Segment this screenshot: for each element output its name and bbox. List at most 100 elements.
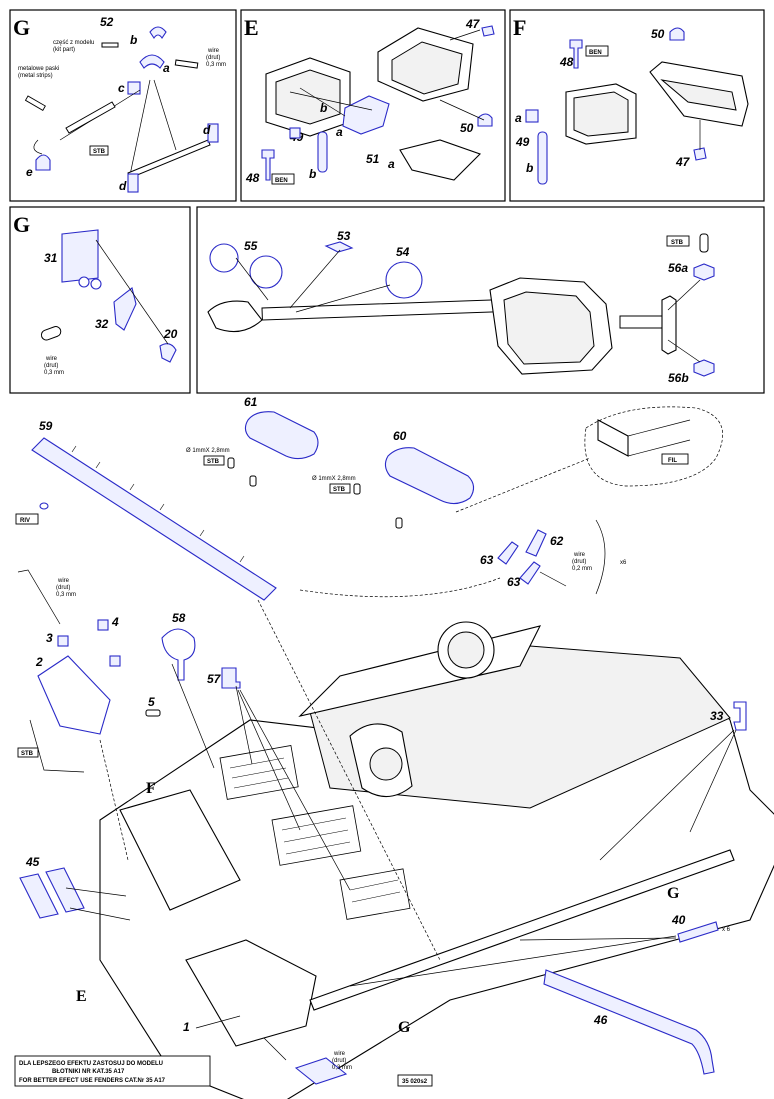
part-63b-label: 63 xyxy=(507,575,521,589)
stb-tag-box xyxy=(203,455,225,466)
wire-piece xyxy=(174,59,199,69)
part-3 xyxy=(57,635,69,647)
leader-line xyxy=(299,87,346,117)
pin xyxy=(353,483,361,495)
wire-note-pl: (drut) xyxy=(56,585,70,591)
kit-pin xyxy=(101,42,119,48)
panel-e-frame xyxy=(240,9,506,202)
part-53 xyxy=(324,241,354,253)
panel-gun: 55 53 54 STB 56a 56b xyxy=(207,229,715,385)
wire-note-size: 0,3 mm xyxy=(206,62,226,68)
metal-strips-note-pl: metalowe paski xyxy=(18,66,59,72)
part-2 xyxy=(37,655,111,735)
part-e xyxy=(35,154,51,171)
clamp-part xyxy=(149,26,167,39)
part-47 xyxy=(481,25,495,37)
part-50-label: 50 xyxy=(651,27,665,41)
dashed-leader xyxy=(455,457,591,513)
leader-line xyxy=(235,685,253,765)
part-b2-label: b xyxy=(309,167,316,181)
strap-b xyxy=(537,131,548,185)
panel-g-top-frame xyxy=(9,9,237,202)
stb-tag-box xyxy=(666,235,690,247)
part-49-label: 49 xyxy=(515,135,530,149)
part-58-label: 58 xyxy=(172,611,186,625)
wire-note-02: 0,2 mm xyxy=(572,566,592,572)
pin xyxy=(227,457,235,469)
collar xyxy=(661,295,677,355)
sheet-code-box xyxy=(397,1074,433,1087)
part-59-label: 59 xyxy=(39,419,53,433)
part-56a xyxy=(693,263,715,281)
part-50-label: 50 xyxy=(460,121,474,135)
metal-strip xyxy=(294,1057,348,1085)
gun-mantlet-inner xyxy=(503,291,595,365)
ben-tag-box xyxy=(585,45,609,57)
part-1-label: 1 xyxy=(183,1020,190,1034)
footer-note-pl-1: DLA LEPSZEGO EFEKTU ZASTOSUJ DO MODELU xyxy=(19,1061,163,1067)
part-a-label: a xyxy=(163,61,170,75)
part-63 xyxy=(519,561,541,585)
wire-piece xyxy=(40,326,62,341)
part-50 xyxy=(669,27,685,41)
stb-tag: STB xyxy=(333,487,346,493)
ben-tag: BEN xyxy=(589,50,602,56)
part-40-label: 40 xyxy=(671,913,686,927)
ring-part xyxy=(209,243,239,273)
part-b-label: b xyxy=(526,161,533,175)
leader-line xyxy=(171,663,215,769)
part-62-label: 62 xyxy=(550,534,564,548)
fil-detail-part xyxy=(597,419,629,457)
part-47-label: 47 xyxy=(675,155,691,169)
kit-part-note-pl: część z modelu xyxy=(53,40,94,46)
fil-line xyxy=(627,419,691,437)
wire-note-pl: (drut) xyxy=(44,363,58,369)
riv-tag: RIV xyxy=(20,518,30,524)
part-63 xyxy=(497,541,519,565)
part-48 xyxy=(261,149,275,181)
fil-tag-box xyxy=(661,453,689,465)
part-56b xyxy=(693,359,715,377)
part-51-label: 51 xyxy=(366,152,380,166)
part-58 xyxy=(161,628,196,681)
wire-curve xyxy=(33,139,43,155)
leader-line xyxy=(449,29,481,41)
rod-line xyxy=(129,79,151,176)
part-a xyxy=(525,109,539,123)
part-54-label: 54 xyxy=(396,245,410,259)
wire-piece-line xyxy=(539,571,567,587)
wire-note-pl: (drut) xyxy=(572,559,586,565)
part-31-label: 31 xyxy=(44,251,58,265)
part-d-label: d xyxy=(203,123,211,137)
leader-line xyxy=(349,935,677,987)
part-53-label: 53 xyxy=(337,229,351,243)
panel-g-mid-letter: G xyxy=(13,212,30,237)
panel-f-letter: F xyxy=(513,15,526,40)
bracket-curve xyxy=(595,519,606,595)
ben-tag-box xyxy=(271,173,295,185)
panel-f: F 50 48 BEN a 49 b 47 xyxy=(513,15,749,185)
stb-tag: STB xyxy=(21,751,34,757)
periscope-block-inner xyxy=(275,69,341,125)
part-d2-label: d xyxy=(119,179,127,193)
metal-strip xyxy=(24,95,46,111)
leader-line xyxy=(289,249,341,309)
ref-e: E xyxy=(76,988,87,1005)
panel-f-frame xyxy=(509,9,765,202)
leader-line xyxy=(237,689,301,831)
strap-b xyxy=(317,131,328,173)
frame-part-inner xyxy=(660,79,737,111)
stb-tag-box xyxy=(329,483,351,494)
leader-line xyxy=(439,99,485,121)
panel-g-mid-frame xyxy=(9,206,191,394)
part-b-label: b xyxy=(320,101,327,115)
part-61 xyxy=(244,411,319,460)
ref-g1: G xyxy=(667,885,680,902)
fil-detail-outline xyxy=(584,406,724,487)
leader-line xyxy=(65,887,127,897)
x6-note: x6 xyxy=(620,560,627,566)
kit-part-note-en: (kit part) xyxy=(53,47,75,53)
dashed-leader xyxy=(299,577,501,598)
ben-tag: BEN xyxy=(275,178,288,184)
